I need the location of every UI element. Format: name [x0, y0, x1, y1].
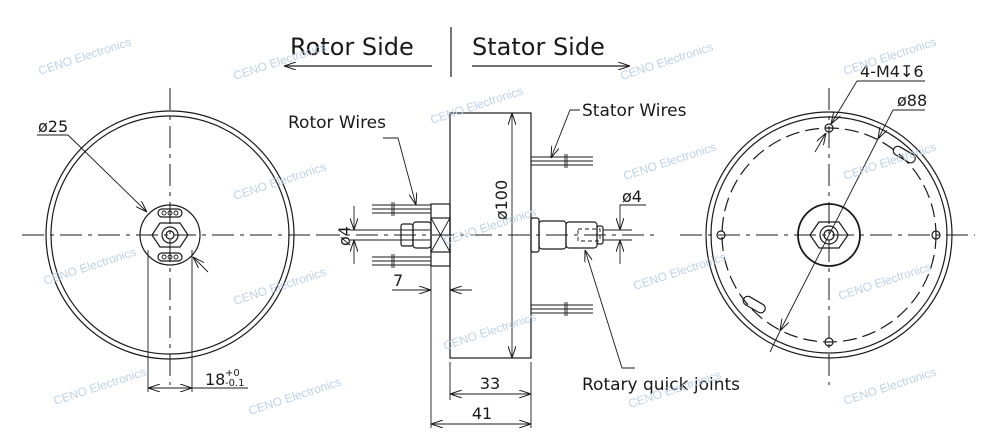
rotor-wires-top — [372, 202, 431, 216]
rotor-flange-circle — [139, 204, 201, 266]
bearing-cross — [430, 217, 451, 253]
pcd-dashed-circle — [721, 127, 937, 343]
watermark: CENO Electronics — [232, 265, 328, 308]
wire-hole — [167, 210, 173, 216]
quick-joint-leader — [585, 250, 635, 369]
pcd-label: ø88 — [897, 91, 927, 110]
dim-18-value: 18 — [205, 370, 225, 389]
stator-outer-circle-inner — [710, 116, 948, 354]
watermark: CENO Electronics — [619, 40, 715, 83]
watermark: CENO Electronics — [429, 84, 525, 127]
stator-end-view: 4-M4↧6 ø88 — [680, 62, 975, 385]
hex-nut — [151, 222, 189, 248]
stator-hub-circle — [797, 203, 861, 267]
watermark: CENO Electronics — [232, 160, 328, 203]
stator-fitting-ring — [596, 225, 604, 245]
rotor-wires-leader — [383, 137, 416, 205]
mount-hole-right — [931, 230, 941, 240]
watermark: CENO Electronics — [632, 250, 728, 293]
wire-outlet-top — [157, 208, 183, 218]
dim-33-label: 33 — [480, 374, 500, 393]
watermark: CENO Electronics — [37, 35, 133, 78]
stator-wires-bottom — [531, 302, 593, 316]
dim-phi4-right-label: ø4 — [622, 187, 642, 206]
stator-hex-nut — [809, 221, 849, 249]
stator-wires-top — [531, 154, 593, 168]
rotor-end-view: ø25 18 +0 -0.1 — [22, 88, 318, 392]
holes-spec-leader-2 — [814, 133, 826, 153]
dim-18-tol-upper: +0 — [225, 368, 240, 379]
diameter-25-label: ø25 — [38, 117, 68, 136]
rotor-fitting-collar — [400, 223, 414, 247]
stator-tube-dashed — [577, 228, 601, 242]
stator-wire-outlet-lower — [742, 295, 766, 314]
stator-wires-label: Stator Wires — [582, 101, 687, 121]
wire-hole — [161, 210, 167, 216]
watermark: CENO Electronics — [622, 140, 718, 183]
diameter-25-leader-2 — [193, 257, 209, 273]
stator-shaft-inner — [823, 229, 835, 241]
watermark: CENO Electronics — [247, 375, 343, 418]
watermark: CENO Electronics — [232, 40, 328, 83]
mount-hole-top — [824, 123, 834, 133]
wire-hole — [161, 254, 167, 260]
watermark: CENO Electronics — [42, 245, 138, 288]
watermark: CENO Electronics — [442, 310, 538, 353]
diameter-25-leader — [67, 134, 147, 212]
dim-41-label: 41 — [472, 404, 492, 423]
mount-hole-left — [716, 230, 726, 240]
watermark: CENO Electronics — [837, 260, 933, 303]
rotor-wires-bottom — [372, 254, 431, 268]
shaft-outer — [161, 226, 179, 244]
stator-shaft-outer — [819, 225, 839, 245]
side-view: Rotor Wires Stator Wires Rotary qu — [288, 101, 740, 428]
stator-side-label: Stator Side — [472, 33, 605, 61]
pcd-leader-tail — [769, 330, 781, 353]
wire-hole — [173, 210, 179, 216]
dim-7-label: 7 — [393, 271, 403, 290]
holes-spec-leader — [831, 80, 858, 124]
watermark: CENO Electronics — [842, 365, 938, 408]
dim-18-tol-lower: -0.1 — [225, 378, 245, 389]
watermark: CENO Electronics — [842, 140, 938, 183]
shaft-inner — [165, 230, 175, 240]
outer-body-circle — [45, 110, 295, 360]
pcd-diameter-line — [780, 138, 879, 331]
mount-hole-bottom — [824, 337, 834, 347]
stator-outer-circle — [705, 111, 953, 359]
outer-body-circle-inner — [50, 115, 290, 355]
header: Rotor Side Stator Side — [284, 27, 630, 77]
wire-hole — [173, 254, 179, 260]
wire-hole — [167, 254, 173, 260]
quick-joint-label: Rotary quick joints — [582, 375, 740, 395]
dim-phi4-right-leader — [619, 204, 646, 208]
rotor-wires-label: Rotor Wires — [288, 113, 386, 133]
stator-wire-outlet-upper — [892, 145, 916, 164]
rotor-side-label: Rotor Side — [290, 33, 414, 61]
watermark: CENO Electronics — [52, 365, 148, 408]
watermark: CENO Electronics — [442, 205, 538, 248]
wire-outlet-bottom — [157, 252, 183, 262]
dim-phi4-left-label: ø4 — [335, 226, 354, 246]
dim-100-label: ø100 — [492, 180, 511, 220]
holes-spec-label: 4-M4↧6 — [860, 62, 924, 81]
stator-wires-leader — [551, 109, 580, 158]
watermarks: CENO Electronics CENO Electronics CENO E… — [37, 35, 938, 418]
pcd-leader — [878, 109, 894, 139]
